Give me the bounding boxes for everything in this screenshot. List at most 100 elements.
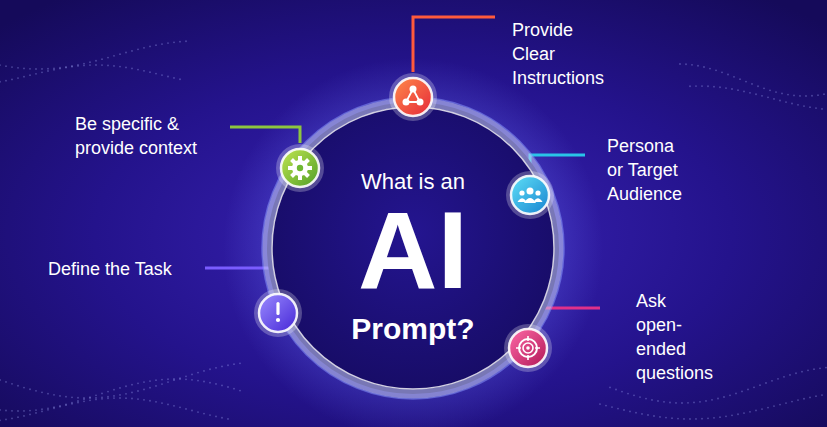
wave-dot [113,65,115,67]
hub-glow [223,58,603,427]
wave-dot [173,77,175,79]
wave-dot [627,393,629,395]
wave-dot [47,68,49,70]
wave-dot [5,381,7,383]
wave-dot [677,418,679,420]
wave-dot [773,98,775,100]
wave-dot [47,409,49,411]
wave-dot [767,96,769,98]
wave-dot [107,391,109,393]
wave-dot [155,401,157,403]
wave-dot [635,412,637,414]
wave-dot [101,398,103,400]
wave-dot [11,66,13,68]
wave-dot [695,85,697,87]
wave-dot [791,401,793,403]
wave-dot [683,418,685,420]
target-cross [516,336,540,360]
icon-disc [394,78,432,116]
wave-dot [11,383,13,385]
wave-dot [745,81,747,83]
wave-dot [741,391,743,393]
wave-dot [179,406,181,408]
wave-dot [215,383,217,385]
wave-dot [143,47,145,49]
wave-dot [101,393,103,395]
wave-dot [155,44,157,46]
wave-dot [17,416,19,418]
wave-dot [95,64,97,66]
wave-dot [185,40,187,42]
wave-dot [173,378,175,380]
step-label: Define the Task [48,257,172,281]
wave-dot [807,369,809,371]
wave-dot [83,63,85,65]
wave-dot [651,399,653,401]
wave-dot [711,399,713,401]
wave-dot [137,398,139,400]
wave-dot [689,85,691,87]
wave-dot [699,401,701,403]
wave-dot [725,87,727,89]
wave-dot [137,390,139,392]
wave-dot [125,52,127,54]
wave-dot [125,67,127,69]
icon-halo [506,171,554,219]
wave-dot [623,409,625,411]
wave-dot [65,403,67,405]
wave-dot [675,402,677,404]
wave-dot [77,397,79,399]
wave-dot [41,411,43,413]
wave-dot [757,85,759,87]
wave-dot [725,415,727,417]
wave-dot [161,383,163,385]
person-head [527,188,534,195]
wave-dot [167,378,169,380]
wave-dot [173,41,175,43]
icon-circle: Define the Task [254,289,302,337]
wave-dot [149,387,151,389]
wave-dot [747,389,749,391]
wave-dot [719,416,721,418]
wave-dot [131,398,133,400]
wave-dot [35,409,37,411]
wave-dot [59,67,61,69]
wave-dot [645,398,647,400]
person-head [519,190,524,195]
wave-dot [701,85,703,87]
wave-dot [83,65,85,67]
wave-dot [65,404,67,406]
wave-dot [191,379,193,381]
wave-dot [753,386,755,388]
wave-dot [663,401,665,403]
wave-dot [0,81,1,83]
wave-dot [185,375,187,377]
wave-dot [29,388,31,390]
person-body [518,198,527,202]
wave-dot [815,395,817,397]
wave-dot [197,372,199,374]
wave-dot [191,410,193,412]
wave-dot [41,71,43,73]
wave-dot [149,380,151,382]
wave-dot [605,405,607,407]
wave-dot [89,64,91,66]
alert-bar [276,302,279,315]
icon-circle: Persona or Target Audience [506,171,554,219]
wave-dot [761,95,763,97]
wave-dot [89,396,91,398]
wave-dot [791,103,793,105]
wave-dot [233,388,235,390]
icon-circle: Ask open-ended questions [504,324,552,372]
wave-dot [227,418,229,420]
wave-dot [707,85,709,87]
node-shape [506,171,554,219]
wave-dot [691,64,693,66]
wave-dot [137,48,139,50]
wave-dot [693,402,695,404]
wave-dot [785,101,787,103]
wave-dot [821,394,823,396]
target-center [526,346,530,350]
wave-dot [47,393,49,395]
wave-dot [749,411,751,413]
